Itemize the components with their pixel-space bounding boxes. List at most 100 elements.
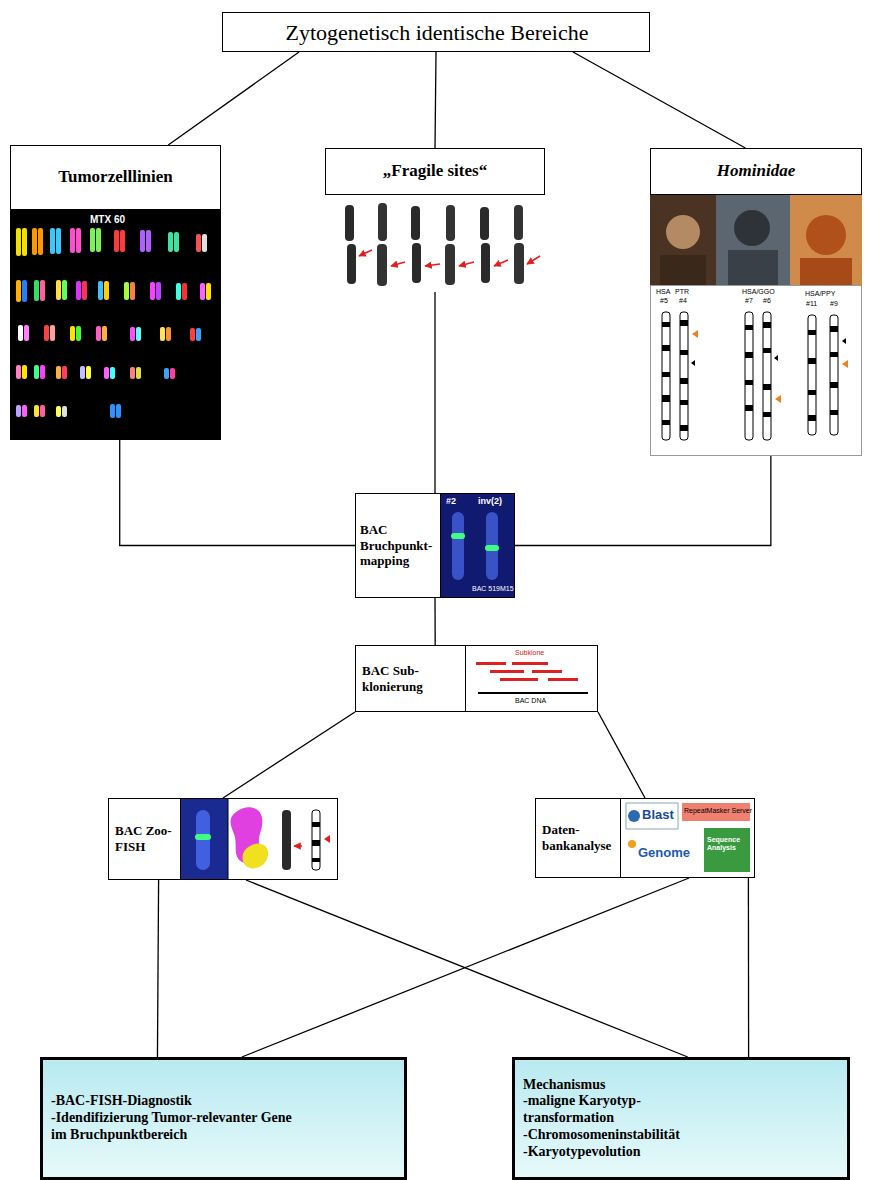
karyotype-row-part bbox=[170, 368, 175, 379]
karyotype-row-part bbox=[70, 326, 75, 341]
ideogram-panel-part bbox=[830, 382, 838, 388]
fragile-sites-image-part bbox=[527, 256, 540, 264]
image-label: RepeatMasker Server bbox=[684, 807, 752, 815]
text-cell: Daten- bankanalyse bbox=[536, 799, 621, 877]
ideogram-panel-part bbox=[662, 372, 670, 377]
connector-line bbox=[748, 878, 749, 1057]
hominidae-photos-part bbox=[806, 215, 846, 255]
karyotype-row-part bbox=[168, 232, 173, 252]
ideogram-panel-part bbox=[651, 286, 862, 456]
karyotype-row-part bbox=[38, 228, 43, 255]
zoo-fish-image-part bbox=[195, 834, 211, 840]
breakpoint-fish-image bbox=[440, 494, 514, 597]
ideogram-panel-part bbox=[691, 360, 695, 366]
fragile-sites-image-part bbox=[446, 205, 455, 241]
ideogram-panel-part bbox=[830, 410, 838, 415]
karyotype-row-part bbox=[56, 228, 61, 254]
subcloning-image-part bbox=[548, 678, 578, 681]
karyotype-row-part bbox=[40, 365, 45, 379]
karyotype-row-part bbox=[98, 281, 103, 300]
database-logos-part bbox=[628, 810, 640, 822]
karyotype-row-part bbox=[80, 366, 85, 379]
fragile-sites-image-part bbox=[377, 244, 387, 286]
karyotype-row-part bbox=[160, 327, 165, 341]
zoo-fish-image-part bbox=[282, 810, 291, 870]
connector-line bbox=[223, 712, 355, 798]
karyotype-row-part bbox=[40, 405, 45, 417]
karyotype-row-part bbox=[120, 230, 125, 252]
ideogram-panel-part bbox=[830, 326, 838, 332]
karyotype-row-part bbox=[40, 280, 45, 301]
karyotype-row-part bbox=[86, 366, 91, 379]
zoo-fish-image-part bbox=[312, 840, 320, 846]
karyotype-row-part bbox=[130, 327, 135, 341]
karyotype-row-part bbox=[110, 367, 115, 379]
fragile-sites-image-part bbox=[514, 243, 524, 284]
karyotype-row-part bbox=[130, 282, 135, 300]
karyotype-row-part bbox=[96, 326, 101, 341]
image-label: BAC DNA bbox=[515, 697, 546, 705]
image-label: #2 bbox=[446, 497, 456, 507]
hominidae-photos-part bbox=[650, 195, 716, 285]
method-box: BAC Sub- klonierung bbox=[355, 645, 598, 712]
karyotype-row-part bbox=[136, 367, 141, 379]
zoo-fish-image-part bbox=[312, 858, 320, 862]
karyotype-row-part bbox=[206, 283, 211, 300]
node-text: Hominidae bbox=[717, 161, 795, 181]
node-text: „Fragile sites“ bbox=[383, 161, 487, 181]
karyotype-row-part bbox=[150, 282, 155, 300]
ideogram-panel-part bbox=[680, 350, 688, 355]
ideogram-panel-part bbox=[830, 352, 838, 357]
karyotype-row-part bbox=[130, 367, 135, 379]
text-cell: Zytogenetisch identische Bereiche bbox=[223, 13, 651, 53]
ideogram-panel-part bbox=[808, 315, 816, 435]
zoo-fish-image-part bbox=[294, 845, 302, 847]
ideogram-panel-part bbox=[745, 325, 753, 330]
karyotype-row bbox=[16, 365, 175, 379]
karyotype-row-part bbox=[124, 282, 129, 300]
karyotype-row-part bbox=[56, 280, 61, 300]
karyotype-row-part bbox=[32, 228, 37, 255]
hominidae-photos-part bbox=[660, 255, 706, 285]
node-text: Daten- bankanalyse bbox=[542, 822, 617, 853]
karyotype-row bbox=[16, 404, 121, 418]
ideogram-panel-part bbox=[662, 322, 670, 327]
karyotype-row-part bbox=[114, 230, 119, 252]
category-box: „Fragile sites“ bbox=[325, 148, 545, 292]
karyotype-row bbox=[16, 228, 207, 256]
ideogram-panel-part bbox=[808, 358, 816, 364]
karyotype-row-part bbox=[174, 232, 179, 252]
connector-line bbox=[598, 712, 645, 798]
fragile-sites-image-part bbox=[445, 244, 455, 285]
connector-line bbox=[246, 880, 688, 1057]
fragile-sites-image bbox=[325, 195, 545, 292]
database-logos-part bbox=[626, 838, 694, 870]
karyotype-row-part bbox=[62, 406, 67, 417]
node-text: BAC Bruchpunkt- mapping bbox=[360, 522, 437, 569]
image-label: #7 bbox=[745, 297, 753, 305]
node-text: Zytogenetisch identische Bereiche bbox=[286, 20, 589, 46]
connector-line bbox=[435, 52, 436, 148]
karyotype-row-part bbox=[50, 325, 55, 341]
text-cell: Tumorzelllinien bbox=[10, 145, 221, 210]
karyotype-row-part bbox=[102, 326, 107, 341]
ideogram-panel-part bbox=[662, 395, 670, 402]
karyotype-row-part bbox=[22, 405, 27, 417]
ideogram-panel-part bbox=[763, 312, 771, 440]
ideogram-panel-part bbox=[775, 395, 781, 403]
image-label: HSA bbox=[656, 288, 670, 296]
karyotype-row-part bbox=[136, 327, 141, 341]
image-label: HSA/PPY bbox=[805, 290, 835, 298]
connector-line bbox=[157, 880, 158, 1057]
karyotype-row-part bbox=[190, 328, 195, 341]
karyotype-row-part bbox=[62, 366, 67, 379]
hominidae-photos bbox=[650, 195, 862, 285]
database-logos-part bbox=[626, 803, 678, 829]
database-logos-part bbox=[628, 840, 636, 848]
karyotype-row-part bbox=[176, 283, 181, 300]
node-text: BAC Zoo-FISH bbox=[115, 823, 177, 854]
text-cell: Mechanismus-maligne Karyotyp- transforma… bbox=[515, 1060, 847, 1177]
connector-line bbox=[515, 456, 771, 546]
method-box: BAC Bruchpunkt- mapping bbox=[355, 493, 515, 598]
result-box: -BAC-FISH-Diagnostik-Idendifizierung Tum… bbox=[40, 1057, 407, 1180]
